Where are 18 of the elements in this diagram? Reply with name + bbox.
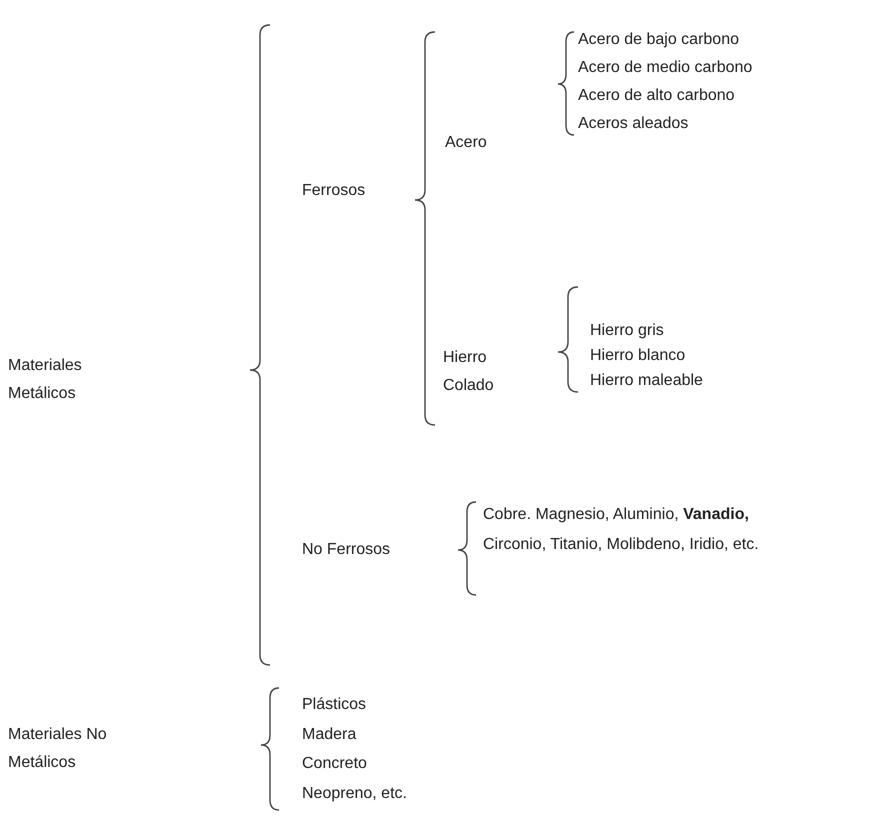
group-label: Materiales Metálicos (8, 356, 83, 404)
item-label: Plásticos (302, 695, 366, 715)
item-label: Neopreno, etc. (302, 784, 407, 804)
group-label: Materiales No Metálicos (8, 725, 108, 773)
item-label: Hierro maleable (590, 371, 703, 391)
item-list-text: Cobre. Magnesio, Aluminio, Vanadio, Circonio, Titanio, Molibdeno, Iridio, etc. (483, 505, 760, 555)
item-label: Acero de medio carbono (578, 58, 752, 78)
group-label: Acero (445, 133, 487, 153)
group-label: Hierro Colado (443, 348, 495, 396)
item-label: Acero de bajo carbono (578, 30, 739, 50)
item-label: Madera (302, 725, 356, 745)
item-label: Hierro blanco (590, 346, 686, 366)
group-label: No Ferrosos (302, 540, 390, 560)
group-label: Ferrosos (302, 181, 366, 201)
item-label: Acero de alto carbono (578, 86, 735, 106)
item-label: Aceros aleados (578, 114, 688, 134)
item-label: Hierro gris (590, 321, 664, 341)
item-label: Concreto (302, 754, 367, 774)
